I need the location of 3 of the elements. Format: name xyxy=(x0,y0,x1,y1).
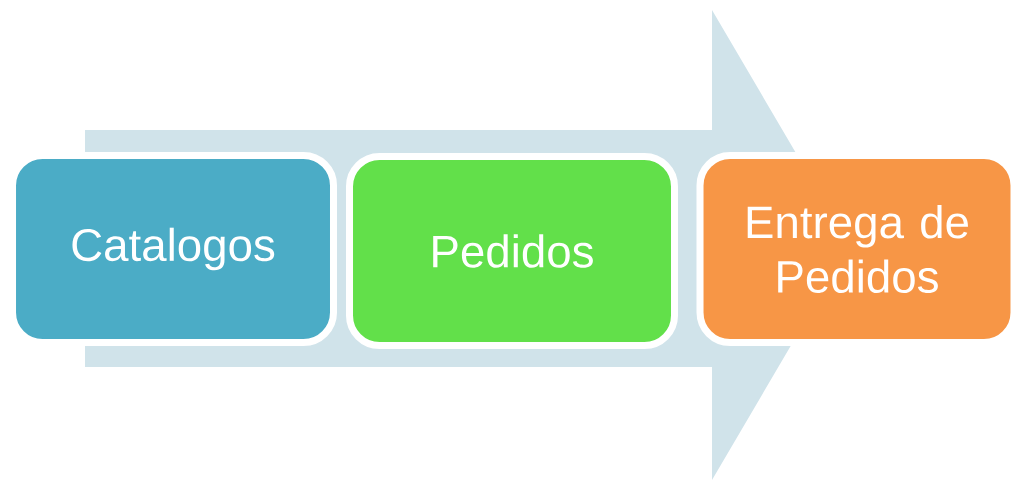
process-box: Entrega de Pedidos xyxy=(696,152,1016,346)
process-box: Pedidos xyxy=(346,153,678,350)
process-box: Catalogos xyxy=(9,152,337,346)
